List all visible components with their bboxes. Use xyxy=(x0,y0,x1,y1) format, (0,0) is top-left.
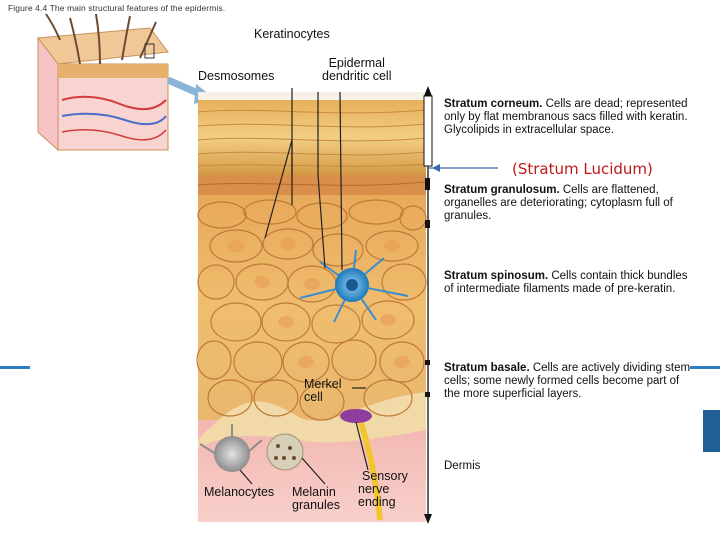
melanocytes-label: Melanocytes xyxy=(204,485,275,499)
stratum-corneum-text: Stratum corneum. Cells are dead; represe… xyxy=(444,98,688,136)
keratinocytes-label: Keratinocytes xyxy=(254,27,330,41)
epidermal-dendritic-cell-label: Epidermal dendritic cell xyxy=(322,56,392,83)
slide-accent-right xyxy=(690,366,720,369)
dendritic-cell xyxy=(299,249,409,323)
stratum-basale-text: Stratum basale. Cells are actively divid… xyxy=(444,362,691,400)
epidermis-block xyxy=(196,92,427,522)
figure-caption: Figure 4.4 The main structural features … xyxy=(8,3,226,13)
sensory-nerve-ending xyxy=(340,409,383,521)
stratum-lucidum-label: (Stratum Lucidum) xyxy=(512,160,653,178)
sensory-nerve-ending-label: Sensory nerve ending xyxy=(358,469,408,509)
stratum-granulosum-text: Stratum granulosum. Cells are flattened,… xyxy=(444,184,673,222)
skin-block-thumbnail xyxy=(37,13,214,152)
merkel-cell-label: Merkel cell xyxy=(304,377,342,404)
leader-lines xyxy=(239,88,369,485)
melanin-granules-label: Melanin granules xyxy=(292,485,340,512)
dermis-label: Dermis xyxy=(444,460,481,472)
desmosomes-label: Desmosomes xyxy=(198,69,275,83)
stratum-spinosum-text: Stratum spinosum. Cells contain thick bu… xyxy=(444,270,688,295)
layer-bracket xyxy=(423,86,498,524)
slide-accent-block xyxy=(703,410,720,452)
slide-accent-left xyxy=(0,366,30,369)
melanocytes xyxy=(199,424,304,472)
